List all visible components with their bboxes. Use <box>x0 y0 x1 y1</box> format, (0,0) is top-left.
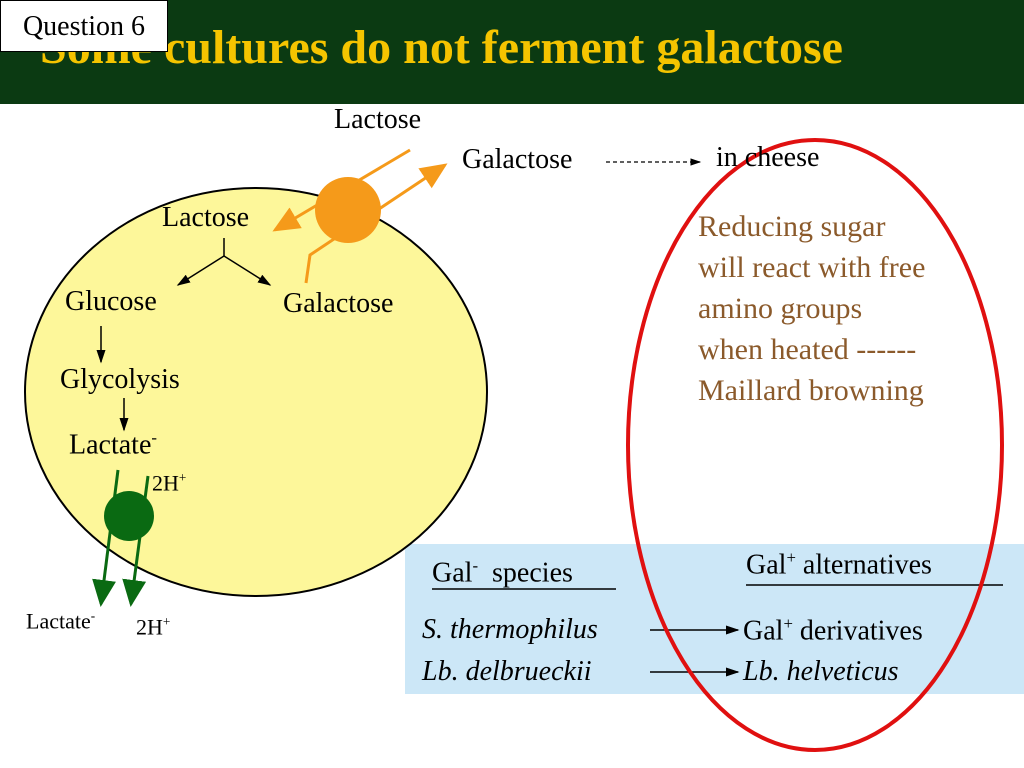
lactate-inside-label: Lactate- <box>69 428 157 461</box>
gal-minus-header: Gal- species <box>432 556 573 589</box>
note-line: Reducing sugar <box>698 210 886 243</box>
lactate-transporter <box>104 491 154 541</box>
species-thermophilus: S. thermophilus <box>422 614 598 645</box>
alternative-gal-plus-derivatives: Gal+ derivatives <box>743 614 923 647</box>
note-line: amino groups <box>698 292 863 325</box>
lactose-to-galactose-arrow <box>223 255 272 286</box>
lactose-transporter <box>315 177 381 243</box>
in-cheese-label: in cheese <box>716 142 820 173</box>
lactose-inside-label: Lactose <box>162 202 250 233</box>
title-bar: Some cultures do not ferment galactose <box>0 0 1024 104</box>
note-line: Maillard browning <box>698 374 924 407</box>
proton-inside-label: 2H+ <box>152 470 187 496</box>
gal-plus-header: Gal+ alternatives <box>746 548 932 581</box>
galactose-export-arrow <box>304 163 448 284</box>
lactose-outside-label: Lactose <box>334 104 422 135</box>
slide-title: Some cultures do not ferment galactose <box>40 21 843 74</box>
galactose-inside-label: Galactose <box>283 288 394 319</box>
species-delbrueckii: Lb. delbrueckii <box>422 656 592 687</box>
lactate-outside-label: Lactate- <box>26 608 96 634</box>
maillard-note: Reducing sugar will react with free amin… <box>698 206 998 411</box>
question-label: Question 6 <box>0 0 168 52</box>
lactate-export-arrow <box>92 469 120 607</box>
note-line: when heated ------ <box>698 333 917 366</box>
galactose-outside-label: Galactose <box>462 144 573 175</box>
glucose-label: Glucose <box>65 286 157 317</box>
lactose-to-glucose-arrow <box>176 255 225 286</box>
note-line: will react with free <box>698 251 926 284</box>
alternative-helveticus: Lb. helveticus <box>743 656 899 687</box>
highlight-oval <box>626 138 1004 752</box>
proton-outside-label: 2H+ <box>136 614 171 640</box>
glycolysis-label: Glycolysis <box>60 364 180 395</box>
species-panel <box>405 544 1024 694</box>
